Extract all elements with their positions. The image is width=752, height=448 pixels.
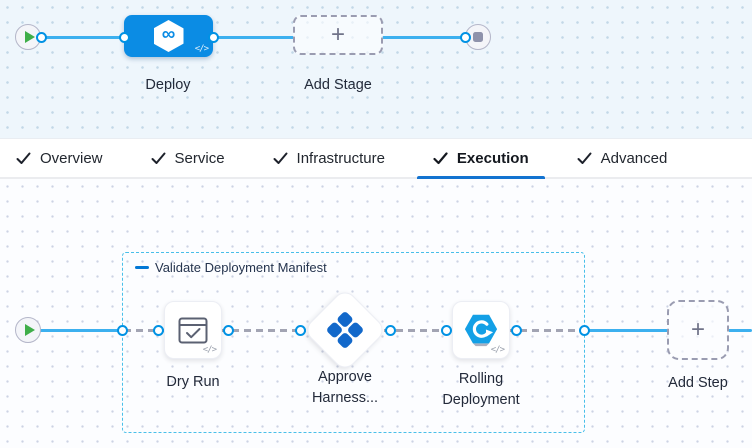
add-step-label: Add Step bbox=[668, 375, 728, 391]
tab-label: Overview bbox=[40, 149, 103, 167]
stage-pipeline-canvas: ∞ </> Deploy + Add Stage bbox=[0, 0, 752, 138]
connector-line bbox=[39, 329, 124, 332]
node-port bbox=[510, 324, 522, 336]
connector-line-dashed bbox=[384, 329, 450, 332]
connector-line-dashed bbox=[508, 329, 586, 332]
tab-advanced[interactable]: Advanced bbox=[561, 139, 684, 177]
node-port bbox=[116, 324, 128, 336]
node-port bbox=[294, 324, 306, 336]
check-icon bbox=[433, 151, 448, 164]
step-label: Dry Run bbox=[166, 374, 220, 390]
rolling-deployment-icon bbox=[464, 314, 498, 347]
connector-line-dashed bbox=[220, 329, 306, 332]
execution-start-node bbox=[15, 317, 41, 343]
node-port bbox=[152, 324, 164, 336]
plus-icon: + bbox=[690, 316, 705, 343]
check-icon bbox=[151, 152, 166, 164]
tab-execution[interactable]: Execution bbox=[416, 139, 545, 179]
step-group-header: Validate Deployment Manifest bbox=[135, 260, 327, 275]
step-node-harness-approval[interactable] bbox=[302, 287, 388, 373]
node-port bbox=[222, 324, 234, 336]
connector-line bbox=[728, 329, 752, 332]
step-label: Approve Harness... bbox=[311, 369, 379, 407]
execution-canvas: Validate Deployment Manifest </> Dry Run bbox=[0, 179, 752, 448]
tab-label: Infrastructure bbox=[296, 149, 385, 167]
cd-stage-icon: ∞ bbox=[153, 20, 184, 52]
dry-run-icon bbox=[178, 317, 208, 343]
node-port bbox=[207, 31, 219, 43]
stage-node-deploy[interactable]: ∞ </> bbox=[124, 15, 213, 57]
node-port bbox=[459, 31, 471, 43]
node-port bbox=[440, 324, 452, 336]
connector-line bbox=[584, 329, 668, 332]
connector-line-dashed bbox=[124, 329, 168, 332]
check-icon bbox=[577, 152, 592, 164]
node-port bbox=[118, 31, 130, 43]
code-icon[interactable]: </> bbox=[202, 345, 217, 355]
tab-infrastructure[interactable]: Infrastructure bbox=[257, 139, 401, 177]
collapse-icon[interactable] bbox=[135, 266, 149, 269]
play-icon bbox=[24, 324, 35, 336]
connector-line bbox=[39, 35, 125, 39]
step-node-rolling-deployment[interactable]: </> bbox=[452, 301, 510, 359]
node-port bbox=[384, 324, 396, 336]
node-port bbox=[35, 31, 47, 43]
code-icon[interactable]: </> bbox=[194, 44, 209, 54]
tab-label: Advanced bbox=[600, 149, 668, 167]
check-icon bbox=[16, 152, 31, 164]
step-group-validate-deployment-manifest[interactable]: Validate Deployment Manifest bbox=[122, 252, 585, 433]
add-stage-label: Add Stage bbox=[304, 77, 372, 93]
play-icon bbox=[24, 31, 35, 43]
check-icon bbox=[273, 152, 288, 164]
stage-config-tabs: Overview Service Infrastructure Executio… bbox=[0, 138, 752, 179]
tab-label: Execution bbox=[456, 149, 529, 167]
connector-line bbox=[382, 35, 466, 39]
step-label: Rolling Deployment bbox=[442, 371, 520, 409]
tab-overview[interactable]: Overview bbox=[0, 139, 119, 177]
plus-icon: + bbox=[330, 21, 345, 48]
add-step-button[interactable]: + bbox=[667, 300, 729, 360]
stop-icon bbox=[473, 32, 483, 42]
add-stage-button[interactable]: + bbox=[293, 15, 383, 55]
tab-label: Service bbox=[174, 149, 225, 167]
harness-approval-icon bbox=[327, 312, 363, 348]
connector-line bbox=[212, 35, 294, 39]
node-port bbox=[578, 324, 590, 336]
tab-service[interactable]: Service bbox=[135, 139, 241, 177]
step-node-dry-run[interactable]: </> bbox=[164, 301, 222, 359]
active-tab-underline bbox=[416, 176, 545, 179]
step-group-label: Validate Deployment Manifest bbox=[155, 260, 327, 275]
stage-label: Deploy bbox=[145, 77, 191, 93]
code-icon[interactable]: </> bbox=[490, 345, 505, 355]
